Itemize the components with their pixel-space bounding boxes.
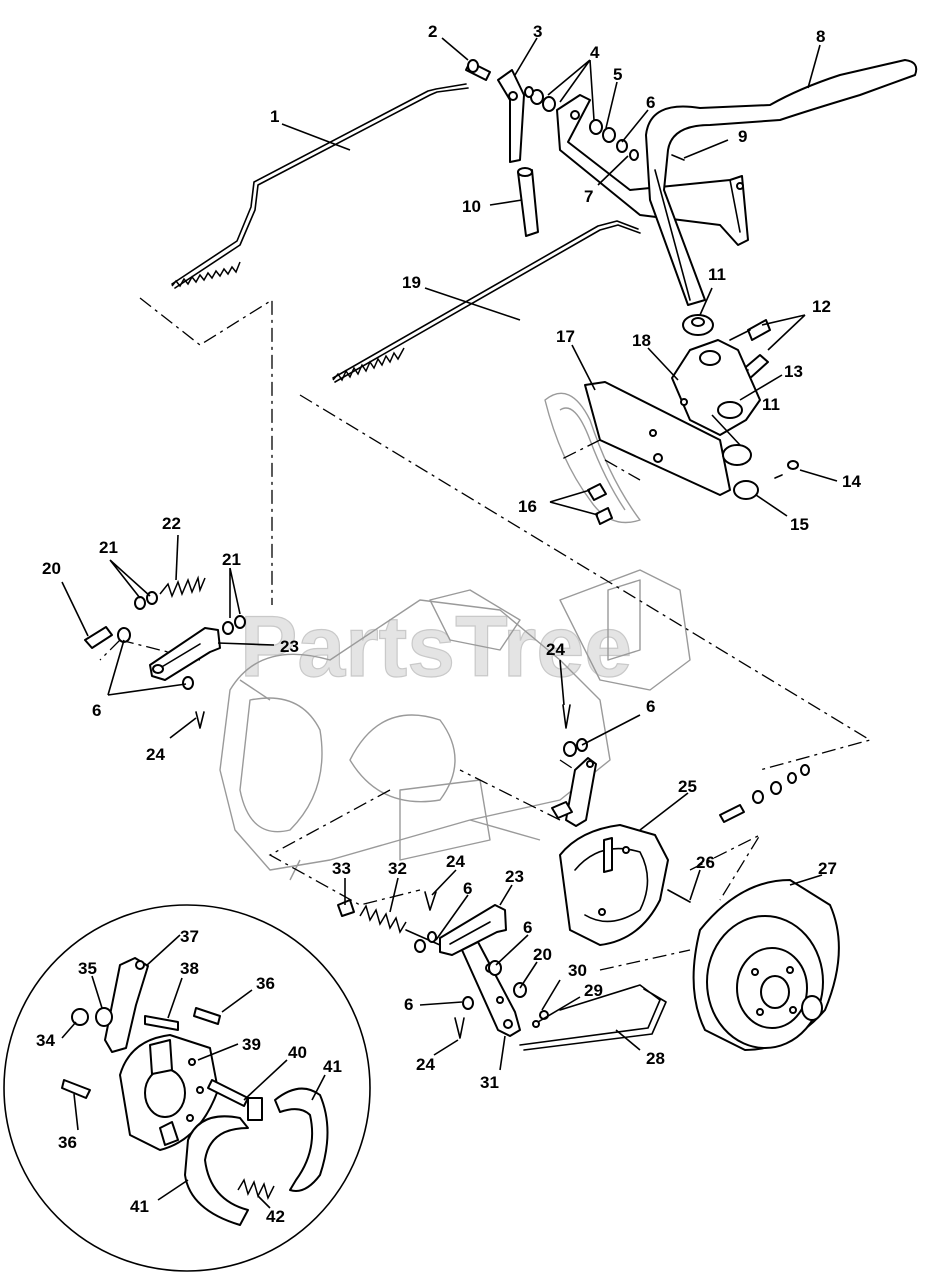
callout-36: 36 [256,974,275,993]
callout-13: 13 [784,362,803,381]
callout-5: 5 [613,65,622,84]
callout-14: 14 [842,472,861,491]
callout-12: 12 [812,297,831,316]
callout-21b: 21 [222,550,241,569]
callout-28: 28 [646,1049,665,1068]
callout-32: 32 [388,859,407,878]
handle-8 [645,59,918,306]
callout-26: 26 [696,853,715,872]
callout-6: 6 [646,93,655,112]
callout-31: 31 [480,1073,499,1092]
callout-24d: 24 [416,1055,435,1074]
callout-16: 16 [518,497,537,516]
callout-34: 34 [36,1031,55,1050]
callout-41b: 41 [130,1197,149,1216]
callout-21: 21 [99,538,118,557]
mount-assembly [584,314,799,525]
callout-23: 23 [280,637,299,656]
callout-9: 9 [738,127,747,146]
plate-17 [584,381,731,496]
arm-31 [461,941,521,1037]
bracket-7 [556,94,749,246]
callout-17: 17 [556,327,575,346]
callout-1: 1 [270,107,279,126]
phantom-lines [99,297,872,971]
leader-lines [61,37,838,1209]
callout-24c: 24 [446,852,465,871]
callout-6c: 6 [646,697,655,716]
left-link-assembly [84,575,246,729]
callout-20: 20 [42,559,61,578]
callout-38: 38 [180,959,199,978]
lever-3 [497,69,525,163]
upper-linkage [171,59,918,383]
callout-19: 19 [402,273,421,292]
callout-4: 4 [590,43,600,62]
callout-30: 30 [568,961,587,980]
callout-33: 33 [332,859,351,878]
callout-37: 37 [180,927,199,946]
callout-6d: 6 [463,879,472,898]
callout-6f: 6 [404,995,413,1014]
drum-27 [692,879,840,1051]
callout-6e: 6 [523,918,532,937]
callout-15: 15 [790,515,809,534]
callout-labels: 1 2 3 4 5 6 7 8 9 10 11 12 13 11 14 15 1… [36,22,861,1226]
callout-10: 10 [462,197,481,216]
callout-18: 18 [632,331,651,350]
callout-11b: 11 [762,395,780,414]
callout-41: 41 [323,1057,342,1076]
callout-11: 11 [708,265,726,284]
callout-25: 25 [678,777,697,796]
callout-22: 22 [162,514,181,533]
callout-24: 24 [146,745,165,764]
callout-40: 40 [288,1043,307,1062]
brake-assembly [551,704,840,1051]
callout-29: 29 [584,981,603,1000]
callout-2: 2 [428,22,437,41]
link-23 [149,627,221,681]
callout-8: 8 [816,27,825,46]
callout-23b: 23 [505,867,524,886]
detail-circle [3,904,371,1272]
transmission-ghost [219,392,691,881]
rod-1 [174,87,469,289]
callout-6b: 6 [92,701,101,720]
callout-42: 42 [266,1207,285,1226]
callout-36b: 36 [58,1133,77,1152]
callout-35: 35 [78,959,97,978]
callout-20b: 20 [533,945,552,964]
callout-27: 27 [818,859,837,878]
callout-24b: 24 [546,640,565,659]
callout-39: 39 [242,1035,261,1054]
backing-plate-25 [559,824,669,946]
callout-7: 7 [584,187,593,206]
lower-linkage [337,891,667,1051]
callout-3: 3 [533,22,542,41]
sleeve-10 [517,169,539,237]
